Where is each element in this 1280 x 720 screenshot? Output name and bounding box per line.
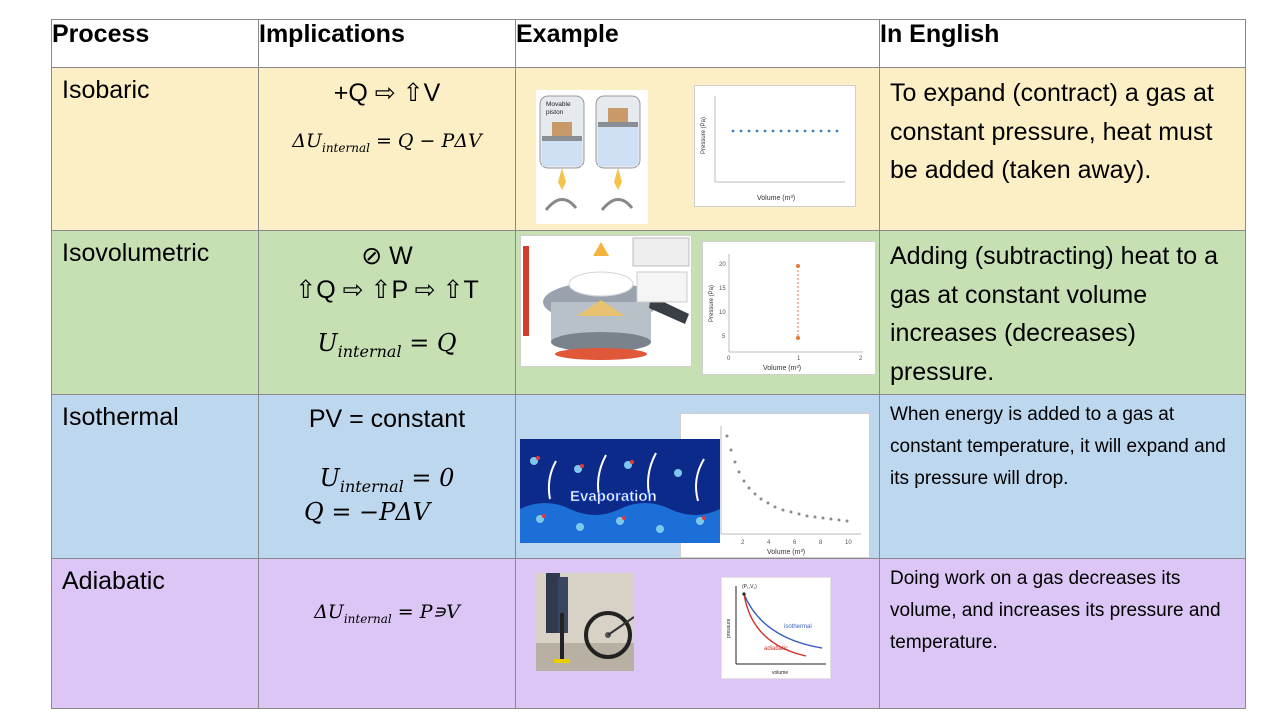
implication-isobaric-1: +Q ⇨ ⇧V [333, 79, 441, 107]
equation-isobaric: ΔUinternal = Q − PΔV [292, 130, 482, 155]
isobaric-x-label: Volume (m³) [757, 195, 795, 202]
row-adiabatic: Adiabatic ΔUinternal = P∍V [51, 558, 1246, 709]
isovol-x-label: Volume (m³) [763, 365, 801, 372]
isovolumetric-pv-graph: 20 15 10 5 0 1 2 Volume (m³) Pressure (P… [702, 241, 876, 375]
implications-isobaric: +Q ⇨ ⇧V ΔUinternal = Q − PΔV [258, 67, 516, 231]
adiabatic-y-label: pressure [726, 618, 732, 638]
point-label: (P₁,V₁) [742, 584, 757, 590]
implication-isovol-1: ⊘ W [361, 242, 413, 270]
header-in-english: In English [879, 19, 1246, 68]
svg-text:6: 6 [793, 540, 797, 546]
row-isobaric: Isobaric +Q ⇨ ⇧V ΔUinternal = Q − PΔV Mo… [51, 67, 1246, 231]
svg-text:0: 0 [727, 356, 731, 362]
isobaric-y-label: Pressure (Pa) [701, 117, 707, 154]
english-isothermal: When energy is added to a gas at constan… [879, 394, 1246, 559]
example-isothermal: 2 4 6 8 10 Volume (m³) [515, 394, 880, 559]
adiabatic-label: adiabatic [764, 646, 788, 652]
isothermal-label: isothermal [784, 624, 812, 630]
equation-isovol: Uinternal = Q [317, 329, 457, 361]
isovol-top-point [796, 264, 800, 268]
svg-text:4: 4 [767, 540, 771, 546]
svg-text:Movable: Movable [546, 101, 571, 108]
process-isothermal: Isothermal [51, 394, 259, 559]
pressure-cooker-illustration [521, 236, 691, 366]
isothermal-curve [743, 593, 823, 649]
header-implications: Implications [258, 19, 516, 68]
implications-adiabatic: ΔUinternal = P∍V [258, 558, 516, 709]
isovol-y-label: Pressure (Pa) [709, 285, 715, 322]
svg-text:10: 10 [845, 540, 852, 546]
implications-isothermal: PV = constant Uinternal = 0 Q = −PΔV [258, 394, 516, 559]
example-isovolumetric: 20 15 10 5 0 1 2 Volume (m³) Pressure (P… [515, 230, 880, 395]
isobaric-data-line [731, 129, 839, 133]
evaporation-label: Evaporation [570, 488, 657, 505]
adiabatic-pv-graph: (P₁,V₁) isothermal adiabatic volume pres… [721, 577, 831, 679]
implications-isovolumetric: ⊘ W ⇧Q ⇨ ⇧P ⇨ ⇧T Uinternal = Q [258, 230, 516, 395]
svg-text:5: 5 [722, 334, 726, 340]
svg-text:2: 2 [741, 540, 745, 546]
svg-text:piston: piston [546, 109, 564, 116]
equation-isothermal-1: Uinternal = 0 [319, 464, 455, 496]
adiabatic-curve [743, 593, 807, 657]
no-work-icon: ⊘ [361, 242, 383, 270]
implication-isovol-2: ⇧Q ⇨ ⇧P ⇨ ⇧T [295, 276, 479, 304]
svg-text:20: 20 [719, 262, 726, 268]
header-row: Process Implications Example In English [51, 19, 1246, 68]
svg-text:10: 10 [719, 310, 726, 316]
example-adiabatic: (P₁,V₁) isothermal adiabatic volume pres… [515, 558, 880, 709]
equation-adiabatic: ΔUinternal = P∍V [314, 601, 460, 626]
english-isovolumetric: Adding (subtracting) heat to a gas at co… [879, 230, 1246, 395]
bike-pump-image [536, 573, 634, 671]
svg-text:8: 8 [819, 540, 823, 546]
header-process: Process [51, 19, 259, 68]
implication-isothermal-1: PV = constant [308, 405, 466, 433]
example-isobaric: Movable piston [515, 67, 880, 231]
row-isovolumetric: Isovolumetric ⊘ W ⇧Q ⇨ ⇧P ⇨ ⇧T Uinternal… [51, 230, 1246, 395]
piston-illustration: Movable piston [539, 95, 641, 211]
pressure-cooker-image [520, 235, 692, 367]
isobaric-pv-graph: Volume (m³) Pressure (Pa) [694, 85, 856, 207]
isothermal-curve-points [725, 434, 849, 523]
adiabatic-x-label: volume [772, 670, 788, 676]
svg-text:2: 2 [859, 356, 863, 362]
english-adiabatic: Doing work on a gas decreases its volume… [879, 558, 1246, 709]
process-isobaric: Isobaric [51, 67, 259, 231]
piston-image: Movable piston [536, 90, 648, 224]
isovol-bottom-point [796, 336, 800, 340]
equation-isothermal-2: Q = −PΔV [304, 497, 430, 526]
english-isobaric: To expand (contract) a gas at constant p… [879, 67, 1246, 231]
process-isovolumetric: Isovolumetric [51, 230, 259, 395]
svg-text:15: 15 [719, 286, 726, 292]
thermodynamic-processes-table: Process Implications Example In English … [51, 19, 1246, 709]
isothermal-x-label: Volume (m³) [767, 549, 805, 556]
evaporation-image: Evaporation [520, 439, 720, 543]
row-isothermal: Isothermal PV = constant Uinternal = 0 Q… [51, 394, 1246, 559]
svg-text:1: 1 [797, 356, 801, 362]
process-adiabatic: Adiabatic [51, 558, 259, 709]
header-example: Example [515, 19, 880, 68]
